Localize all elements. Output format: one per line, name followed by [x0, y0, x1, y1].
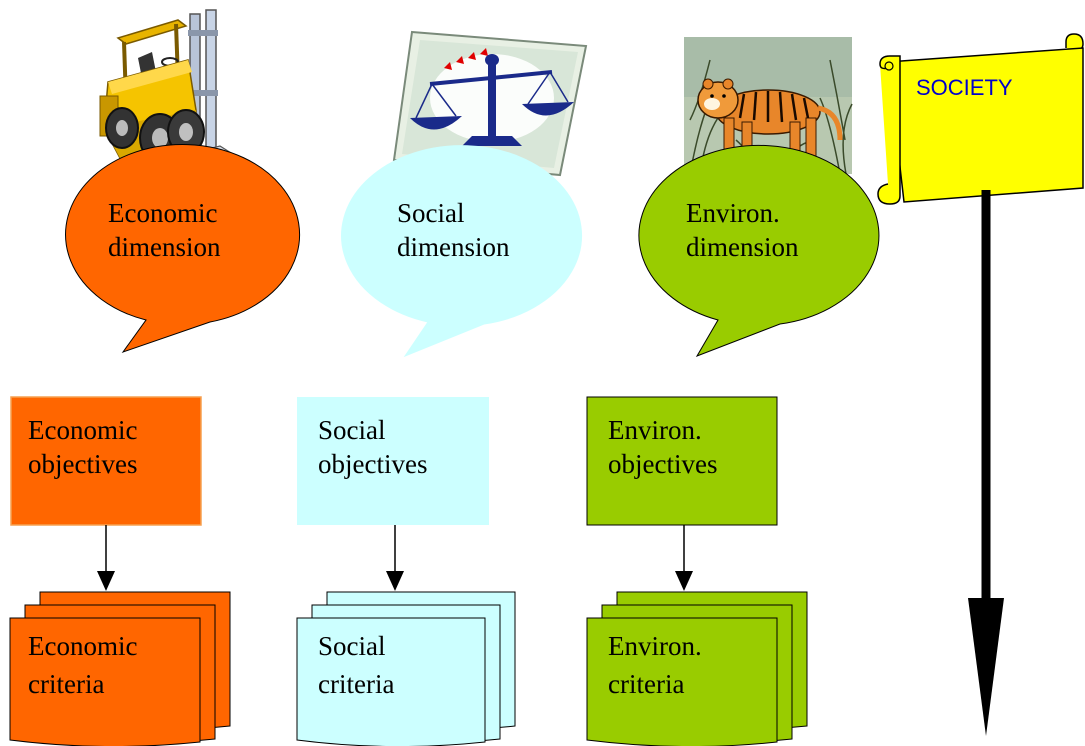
social-arrow [386, 525, 404, 591]
economic-criteria-stack [9, 591, 231, 746]
economic-arrow [97, 525, 115, 591]
social-objectives-box [297, 397, 489, 525]
environmental-dimension-label: Environ. dimension [686, 198, 799, 262]
economic-column: Economic dimension Economic objectives E… [9, 9, 300, 746]
balance-scale-icon [392, 30, 588, 177]
social-column: Social dimension Social objectives Socia… [296, 30, 588, 746]
environmental-column: Environ. dimension Environ. objectives E… [586, 37, 880, 746]
social-objectives-label: Social objectives [318, 415, 427, 479]
society-banner: SOCIETY [877, 33, 1084, 205]
social-dimension-label: Social dimension [397, 198, 510, 262]
tiger-icon [684, 37, 853, 175]
economic-objectives-label: Economic objectives [28, 415, 144, 479]
social-criteria-label: Social criteria [318, 631, 394, 699]
social-dimension-bubble [341, 145, 583, 358]
environmental-criteria-label: Environ. criteria [608, 631, 709, 699]
economic-objectives-box [10, 396, 202, 526]
environmental-criteria-stack [586, 591, 808, 746]
environmental-arrow [675, 525, 693, 591]
social-criteria-stack [296, 591, 516, 746]
environmental-objectives-box [586, 396, 778, 526]
economic-criteria-label: Economic criteria [28, 631, 144, 699]
economic-dimension-bubble [65, 144, 300, 353]
environmental-objectives-label: Environ. objectives [608, 415, 717, 479]
society-downward-arrow [968, 190, 1004, 736]
society-label: SOCIETY [916, 75, 1013, 100]
environmental-dimension-bubble [638, 144, 880, 357]
economic-dimension-label: Economic dimension [108, 198, 224, 262]
